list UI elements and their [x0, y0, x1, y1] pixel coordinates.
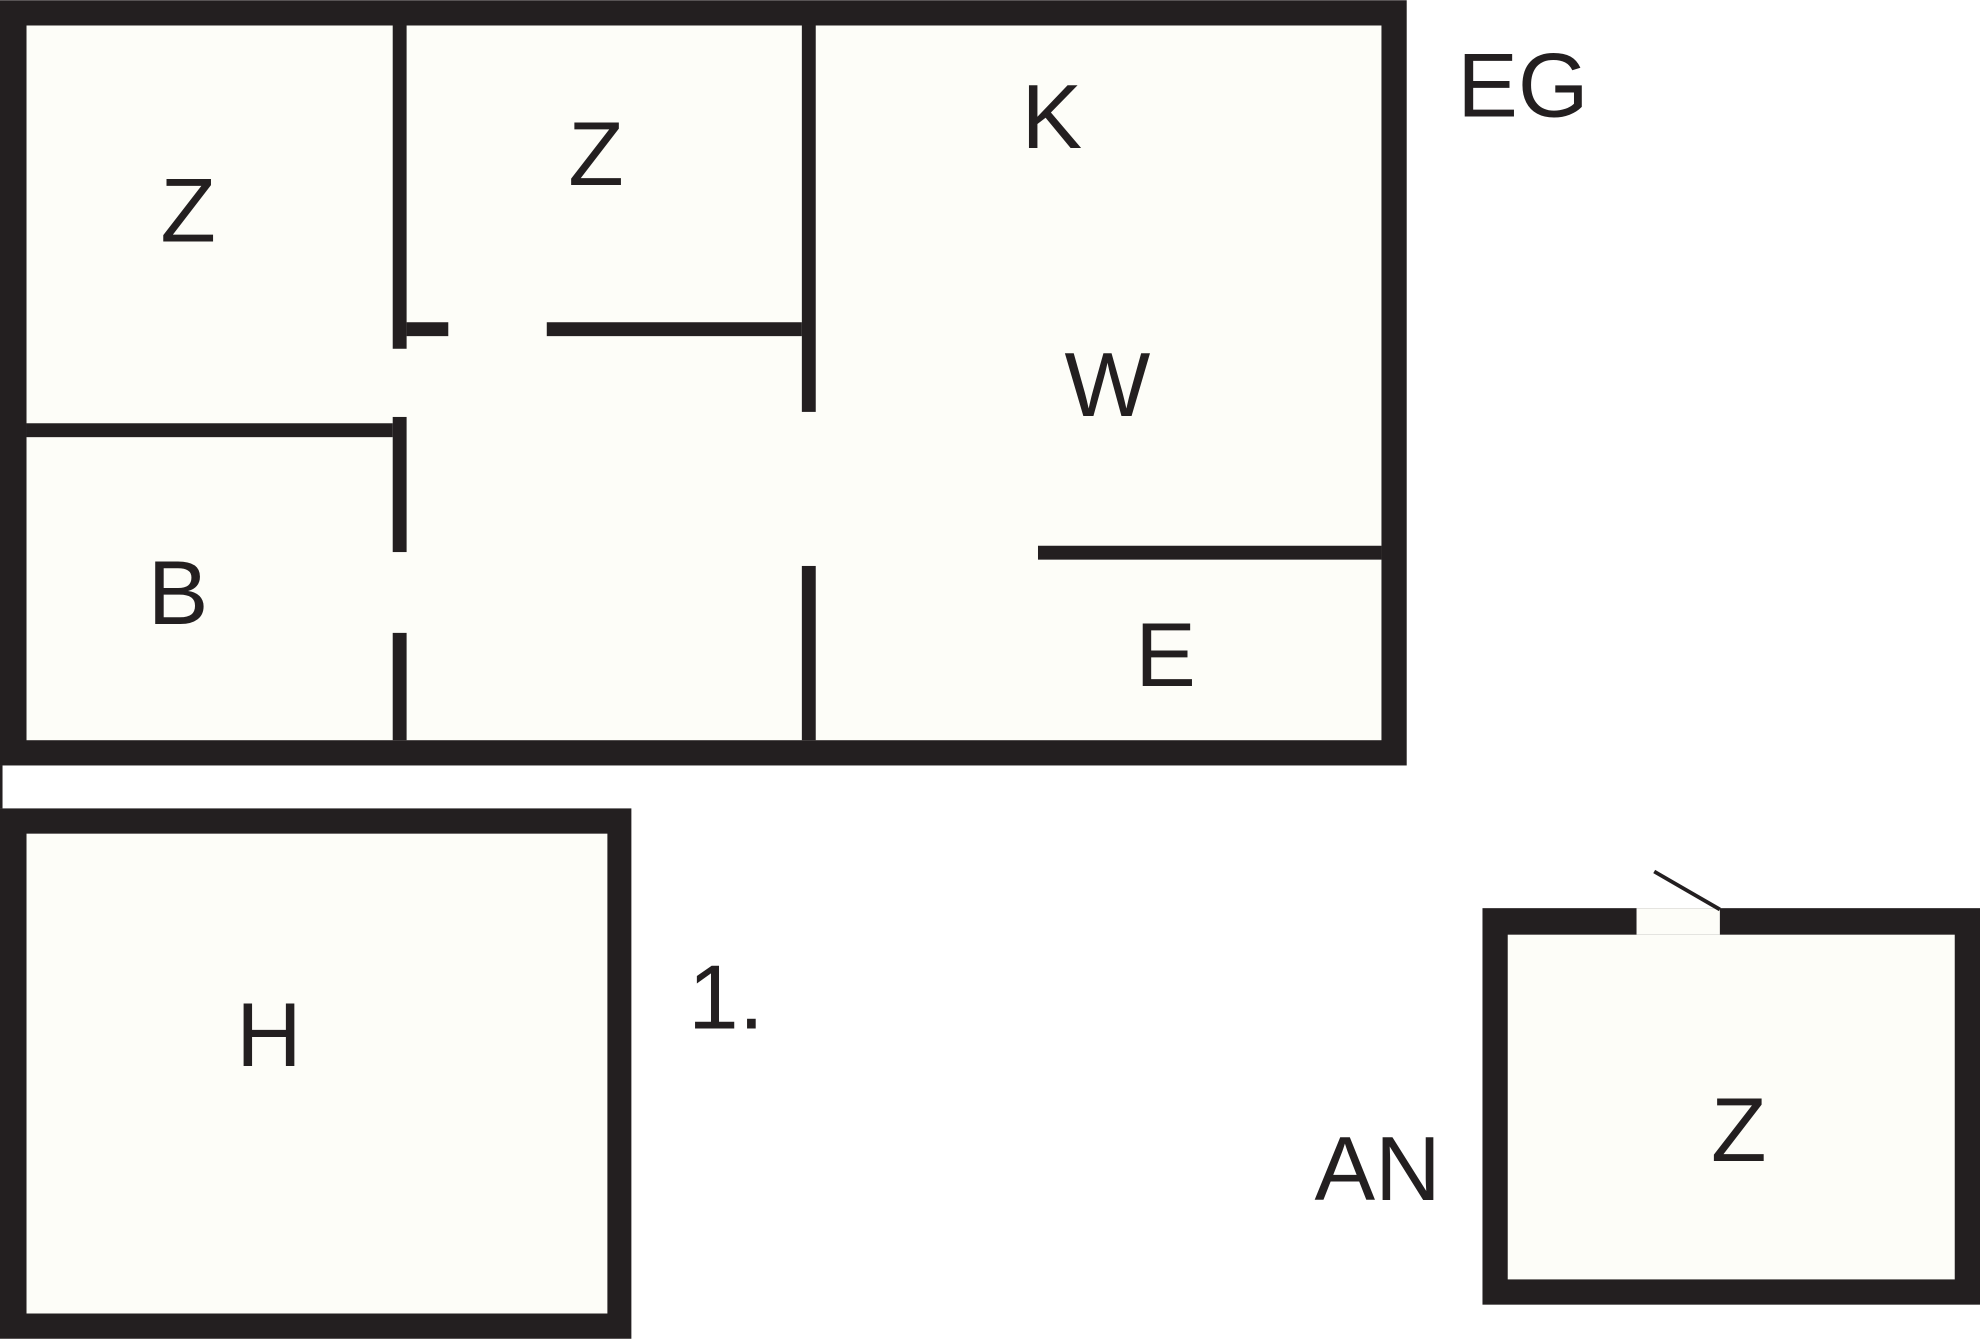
door-opening: [1636, 908, 1720, 935]
room-label-z: Z: [1711, 1080, 1767, 1181]
interior-wall: [392, 632, 407, 741]
floor-label-first: 1.: [688, 947, 764, 1048]
interior-wall: [392, 25, 407, 349]
ground-floor: Z Z K W B E EG: [0, 0, 1589, 809]
interior-wall: [801, 25, 816, 412]
room-label-h: H: [236, 985, 302, 1086]
annex-area: [1507, 934, 1955, 1280]
room-label-k: K: [1022, 67, 1083, 168]
interior-wall: [801, 565, 816, 741]
floor-label-eg: EG: [1457, 36, 1588, 137]
door-swing-icon: [1653, 869, 1721, 912]
floor-label-an: AN: [1315, 1119, 1441, 1220]
interior-wall: [546, 322, 802, 337]
interior-wall: [26, 423, 393, 438]
room-label-z: Z: [160, 161, 216, 262]
annex: Z AN: [1315, 869, 1980, 1305]
first-floor-area: [26, 833, 608, 1314]
interior-wall: [392, 416, 407, 553]
interior-wall: [1037, 545, 1382, 560]
ground-floor-area: [26, 25, 1382, 741]
room-label-w: W: [1065, 335, 1151, 436]
first-floor: H 1.: [0, 808, 764, 1339]
room-label-b: B: [148, 543, 209, 644]
room-label-e: E: [1135, 605, 1196, 706]
room-label-z: Z: [568, 104, 624, 205]
interior-wall: [406, 322, 449, 337]
